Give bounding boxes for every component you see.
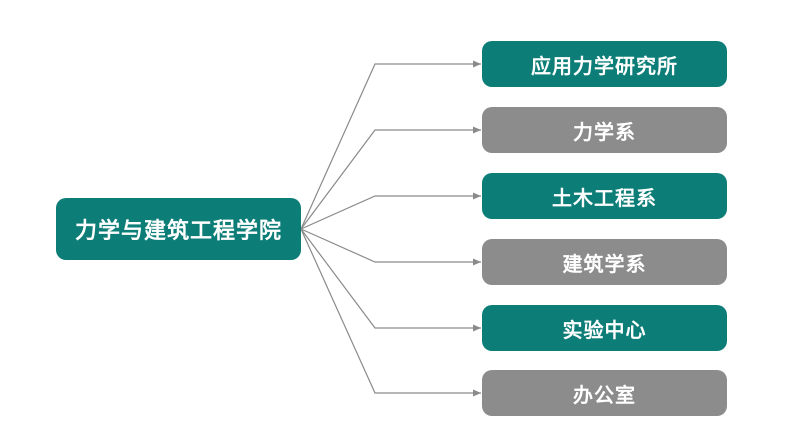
child-node-label: 土木工程系 (552, 187, 657, 210)
child-node-label: 办公室 (573, 384, 636, 407)
connector-arrow (300, 192, 481, 230)
connector-arrow (300, 126, 481, 230)
connector-arrow (300, 228, 481, 332)
connector-arrow (300, 228, 481, 397)
root-node-label: 力学与建筑工程学院 (74, 218, 282, 243)
child-node: 力学系 (482, 107, 727, 153)
connector-arrow (300, 60, 481, 230)
connector-arrow (300, 228, 481, 266)
child-node-label: 实验中心 (562, 319, 647, 342)
child-node-label: 力学系 (573, 121, 636, 144)
child-node: 实验中心 (482, 305, 727, 351)
child-node: 建筑学系 (482, 239, 727, 285)
root-node: 力学与建筑工程学院 (56, 198, 301, 260)
child-node-label: 建筑学系 (562, 253, 647, 276)
child-node: 土木工程系 (482, 173, 727, 219)
child-node: 应用力学研究所 (482, 41, 727, 87)
child-node: 办公室 (482, 370, 727, 416)
child-node-label: 应用力学研究所 (531, 55, 678, 78)
